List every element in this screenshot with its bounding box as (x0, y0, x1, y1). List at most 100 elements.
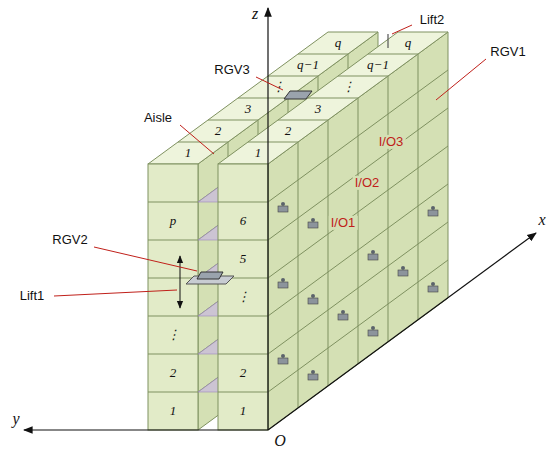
grid-line (268, 184, 448, 316)
callout-label: Lift1 (20, 289, 45, 303)
robot-head (281, 278, 285, 282)
robot-head (371, 326, 375, 330)
grid-line (218, 316, 268, 317)
grid-line (358, 98, 359, 364)
grid-line (308, 98, 358, 99)
axis-label: z (252, 5, 258, 23)
cell-number: 2 (215, 124, 222, 138)
robot-body (368, 330, 378, 336)
cell-number: 1 (185, 146, 192, 160)
io-port-label: I/O2 (353, 176, 382, 190)
robot-body (308, 222, 318, 228)
lift-shaft (387, 34, 388, 48)
robot-icon (278, 202, 288, 212)
robot-body (278, 282, 288, 288)
callout-label: RGV3 (214, 63, 249, 77)
robot-head (341, 310, 345, 314)
robot-icon (338, 310, 348, 320)
y-axis (24, 429, 268, 430)
grid-line (328, 120, 329, 386)
grid-line (298, 142, 299, 408)
io-port-label: I/O3 (377, 135, 406, 149)
callout-label: RGV1 (490, 45, 525, 59)
robot-icon (428, 282, 438, 292)
robot-body (308, 374, 318, 380)
robot-body (398, 270, 408, 276)
rgv-vehicle (197, 272, 223, 279)
robot-head (311, 218, 315, 222)
grid-line (298, 54, 348, 55)
rack-top-face (218, 32, 448, 164)
robot-body (308, 298, 318, 304)
robot-head (281, 202, 285, 206)
grid-line (268, 260, 448, 392)
callout-label: Aisle (144, 111, 172, 125)
robot-body (428, 210, 438, 216)
grid-line (338, 76, 388, 77)
callout-label: Lift2 (420, 13, 445, 27)
leader-line (392, 25, 412, 34)
z-axis (267, 8, 268, 430)
cell-number: 2 (240, 366, 247, 380)
grid-line (268, 76, 318, 77)
cell-number: ⋮ (342, 80, 355, 94)
robot-icon (428, 206, 438, 216)
leader-line (436, 59, 486, 100)
grid-line (418, 54, 419, 320)
axis-label: x (538, 211, 545, 229)
grid-line (218, 240, 268, 241)
cell-number: 6 (240, 214, 247, 228)
cell-number: 1 (170, 404, 177, 418)
robot-icon (278, 278, 288, 288)
leader-line (94, 247, 197, 271)
cell-number: 5 (240, 252, 247, 266)
grid-line (148, 354, 198, 355)
robot-icon (398, 266, 408, 276)
cell-number: q (405, 36, 412, 50)
lift-arrow (180, 256, 181, 308)
grid-line (388, 76, 389, 342)
cell-number: q (335, 36, 342, 50)
grid-line (218, 354, 268, 355)
robot-icon (308, 218, 318, 228)
robot-body (428, 286, 438, 292)
grid-line (248, 142, 298, 143)
grid-line (208, 120, 258, 121)
io-port-label: I/O1 (329, 216, 358, 230)
grid-line (218, 392, 268, 393)
robot-icon (308, 294, 318, 304)
robot-head (431, 282, 435, 286)
axis-label: O (274, 432, 286, 450)
robot-head (281, 354, 285, 358)
robot-icon (368, 326, 378, 336)
cell-number: 2 (285, 124, 292, 138)
grid-line (268, 146, 448, 278)
robot-icon (278, 354, 288, 364)
callout-label: RGV2 (52, 233, 87, 247)
grid-line (368, 54, 418, 55)
grid-line (148, 278, 198, 279)
leader-line (54, 290, 177, 296)
robot-icon (308, 370, 318, 380)
cell-number: ⋮ (272, 80, 285, 94)
cell-number: ⋮ (237, 290, 250, 304)
cell-number: p (170, 214, 177, 228)
robot-head (311, 294, 315, 298)
robot-head (371, 250, 375, 254)
robot-head (311, 370, 315, 374)
grid-line (178, 142, 228, 143)
grid-line (148, 240, 198, 241)
x-axis (268, 233, 536, 430)
cell-number: 2 (170, 366, 177, 380)
cell-number: 3 (315, 102, 322, 116)
grid-line (218, 202, 268, 203)
robot-body (338, 314, 348, 320)
grid-line (238, 98, 288, 99)
cell-number: q−1 (297, 58, 319, 72)
grid-line (148, 202, 198, 203)
robot-head (431, 206, 435, 210)
grid-line (268, 222, 448, 354)
robot-body (278, 206, 288, 212)
